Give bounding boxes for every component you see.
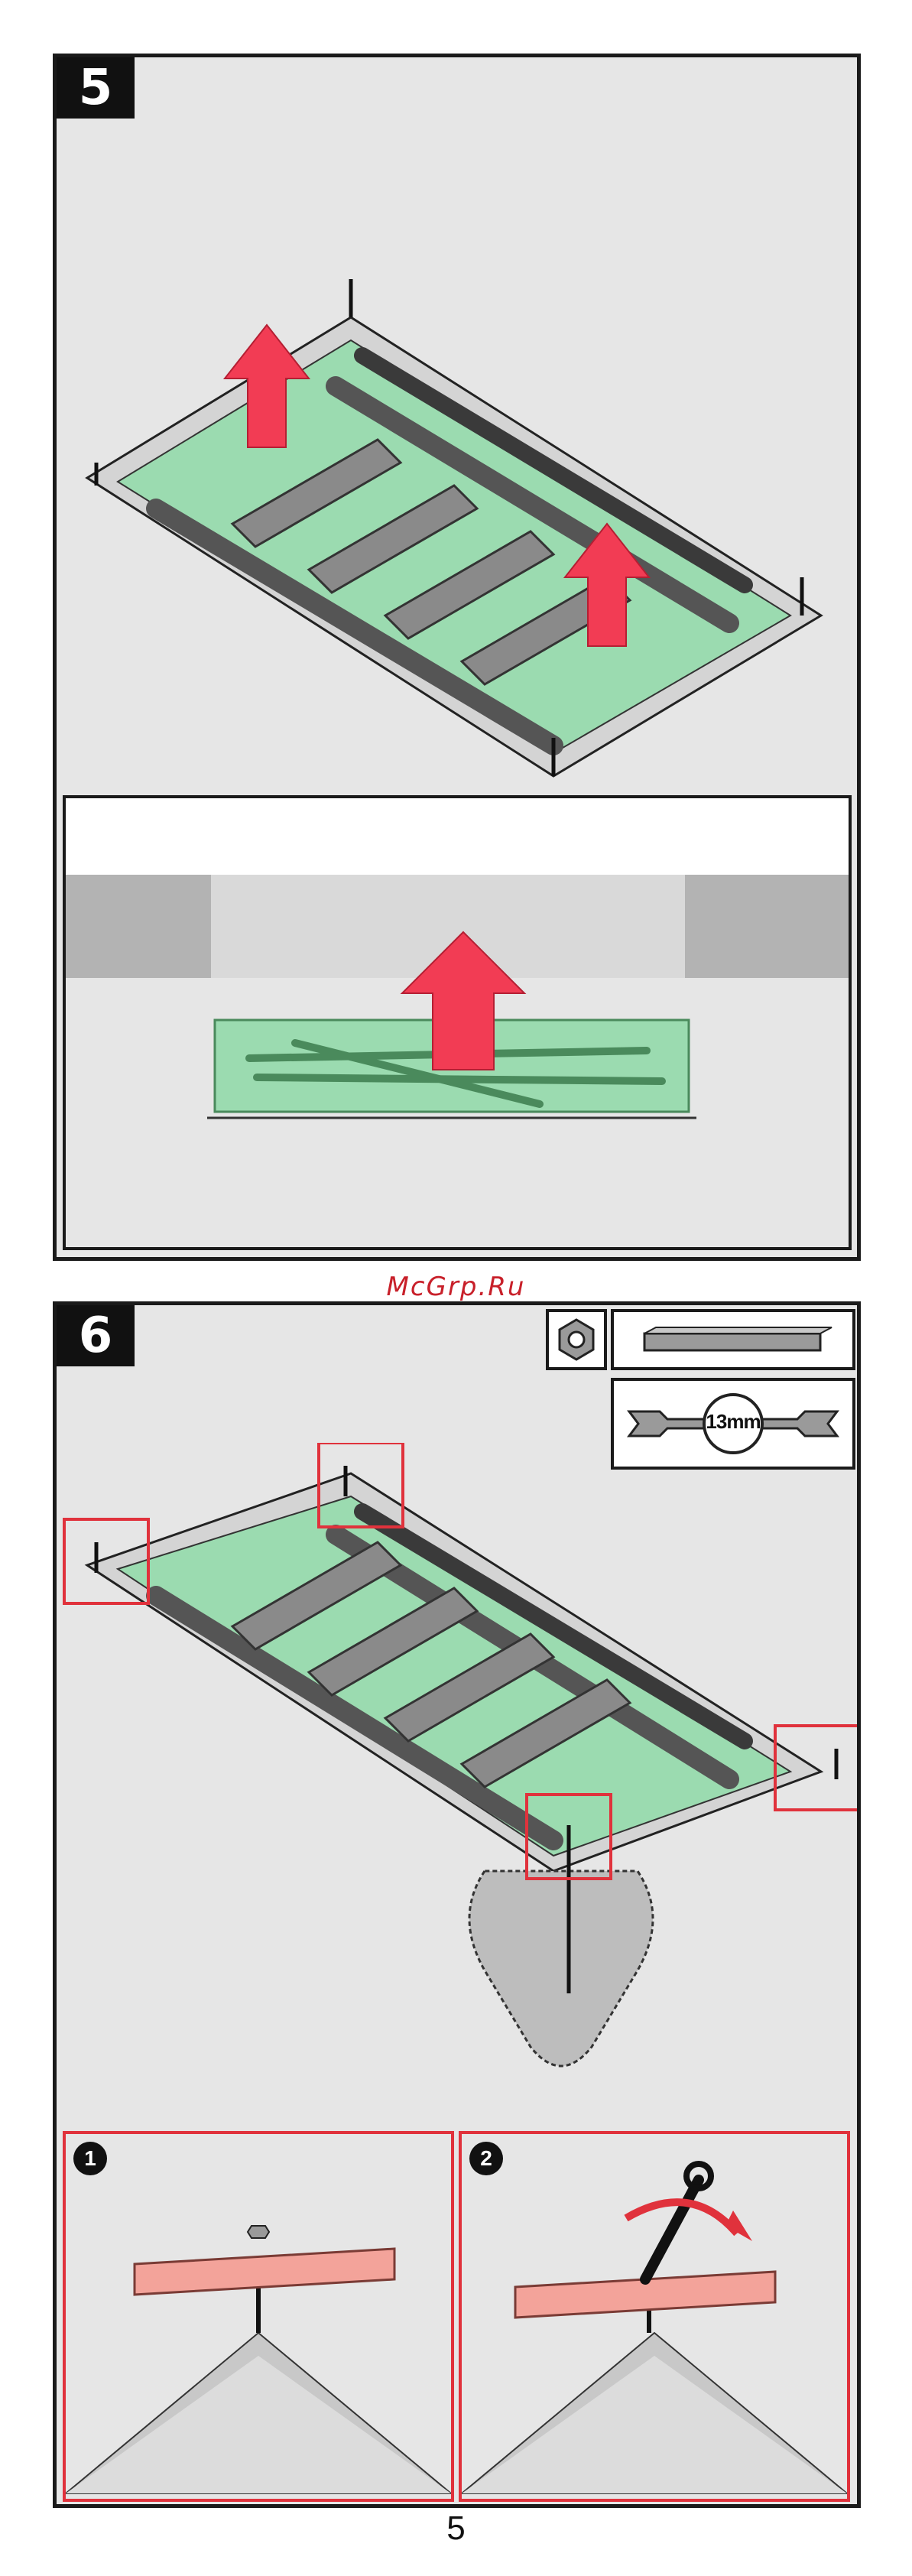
hex-nut-icon — [549, 1312, 604, 1367]
substep-2-panel: 2 — [459, 2131, 850, 2502]
bolt-tightening-illustration — [462, 2134, 847, 2499]
wrench-size-label: 13mm — [703, 1410, 764, 1434]
step-5-panel: 5 — [53, 54, 861, 1261]
substep-1-panel: 1 — [63, 2131, 454, 2502]
ladder-frame-illustration — [57, 1443, 857, 2131]
page-number: 5 — [0, 2509, 912, 2548]
bracket-install-illustration — [66, 2134, 451, 2499]
side-view-illustration — [66, 798, 849, 1247]
bracket-tool-box — [611, 1309, 855, 1370]
mounting-bracket-icon — [614, 1312, 852, 1367]
step-number-badge: 6 — [57, 1305, 135, 1366]
watermark-text: McGrp.Ru — [0, 1272, 912, 1302]
nut-tool-box — [546, 1309, 607, 1370]
step-number-badge: 5 — [57, 57, 135, 119]
ladder-frame-illustration — [57, 126, 857, 814]
step-6-panel: 6 13mm — [53, 1301, 861, 2508]
side-view-inset — [63, 795, 852, 1250]
